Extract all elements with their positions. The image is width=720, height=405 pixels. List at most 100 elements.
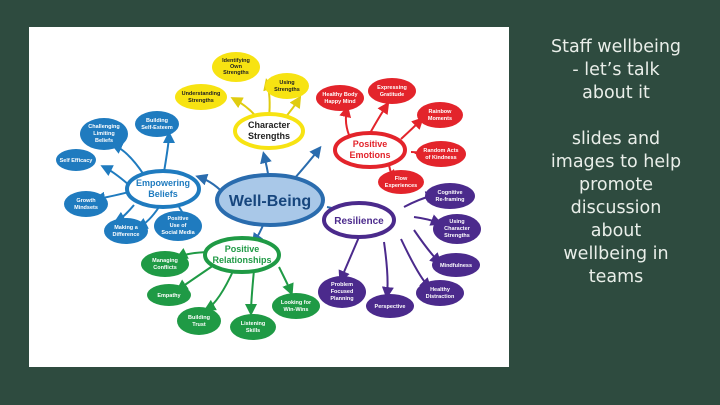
svg-text:Character: Character [444,226,471,232]
svg-text:Problem: Problem [331,282,353,288]
svg-text:Strengths: Strengths [444,233,470,239]
body-line-3: promote [578,175,653,195]
svg-text:Using: Using [449,219,464,225]
svg-text:Empathy: Empathy [157,293,181,299]
svg-text:of Kindness: of Kindness [425,155,456,161]
body-line-6: wellbeing in [563,244,669,264]
svg-text:Strengths: Strengths [274,87,300,93]
leaf-random-acts-of-kindness: Random Acts of Kindness [416,141,466,167]
svg-text:Identifying: Identifying [222,58,250,64]
svg-text:Challenging: Challenging [88,124,119,130]
svg-text:Trust: Trust [192,322,206,328]
title-line-2: - let’s talk [572,60,660,80]
leaf-healthy-body-happy-mind: Healthy Body Happy Mind [316,85,364,111]
leaf-expressing-gratitude: Expressing Gratitude [368,78,416,104]
leaf-challenging-limiting-beliefs: Challenging Limiting Beliefs [80,118,128,150]
leaf-rainbow-moments: Rainbow Moments [417,102,463,128]
svg-text:Making a: Making a [114,225,138,231]
svg-text:Cognitive: Cognitive [437,190,462,196]
svg-text:Gratitude: Gratitude [380,92,404,98]
leaf-problem-focused-planning: Problem Focused Planning [318,276,366,308]
svg-text:Listening: Listening [241,321,265,327]
leaf-perspective: Perspective [366,294,414,318]
svg-text:Understanding: Understanding [182,91,221,97]
svg-text:Using: Using [279,80,294,86]
leaf-using-character-strengths: Using Character Strengths [433,214,481,244]
leaf-mindfulness: Mindfulness [432,253,480,277]
hub-resilience-label: Resilience [334,216,384,227]
leaf-cognitive-reframing: Cognitive Re-framing [425,183,475,209]
title-line-1: Staff wellbeing [550,37,682,57]
hub-empowering-beliefs: Empowering Beliefs [125,169,201,209]
body-line-5: about [590,221,642,241]
center-label: Well-Being [229,193,311,210]
svg-text:Expressing: Expressing [377,85,407,91]
leaf-using-strengths: Using Strengths [265,73,309,99]
svg-text:Growth: Growth [76,198,96,204]
slide-text: Staff wellbeing - let’s talk about it sl… [530,36,702,289]
hub-character-line2: Strengths [248,131,290,141]
svg-text:Happy Mind: Happy Mind [324,99,355,105]
leaf-growth-mindsets: Growth Mindsets [64,191,108,217]
leaf-managing-conflicts: Managing Conflicts [141,251,189,277]
svg-text:Perspective: Perspective [375,304,406,310]
svg-text:Mindsets: Mindsets [74,205,98,211]
leaf-flow-experiences: Flow Experiences [378,170,424,194]
wellbeing-diagram-image: Well-Being Character Strengths Positive … [29,27,509,367]
hub-character-line1: Character [248,120,291,130]
center-node: Well-Being [215,173,325,227]
title-line-3: about it [582,83,650,103]
svg-text:Random Acts: Random Acts [423,148,458,154]
leaf-healthy-distraction: Healthy Distraction [416,280,464,306]
svg-text:Strengths: Strengths [188,98,214,104]
hub-emotions-line1: Positive [353,139,388,149]
hub-beliefs-line1: Empowering [136,178,190,188]
hub-emotions-line2: Emotions [349,150,390,160]
svg-text:Re-framing: Re-framing [435,197,464,203]
svg-text:Skills: Skills [246,328,260,334]
svg-text:Beliefs: Beliefs [95,138,113,144]
svg-text:Mindfulness: Mindfulness [440,263,472,269]
leaf-listening-skills: Listening Skills [230,314,276,340]
svg-text:Win-Wins: Win-Wins [284,307,309,313]
svg-text:Moments: Moments [428,116,452,122]
svg-text:Healthy Body: Healthy Body [322,92,358,98]
leaf-positive-use-of-social-media: Positive Use of Social Media [154,211,202,241]
svg-text:Looking for: Looking for [281,300,312,306]
hub-positive-emotions: Positive Emotions [333,131,407,169]
svg-text:Planning: Planning [330,296,353,302]
svg-text:Positive: Positive [167,216,188,222]
leaf-building-trust: Building Trust [177,307,221,335]
svg-text:Own: Own [230,64,243,70]
body-line-7: teams [588,267,644,287]
hub-beliefs-line2: Beliefs [148,189,178,199]
svg-text:Difference: Difference [113,232,140,238]
leaf-looking-for-win-wins: Looking for Win-Wins [272,293,320,319]
text-spacer [530,105,702,128]
svg-text:Managing: Managing [152,258,178,264]
svg-text:Social Media: Social Media [161,230,195,236]
leaf-identifying-own-strengths: Identifying Own Strengths [212,52,260,82]
svg-text:Experiences: Experiences [385,183,417,189]
leaf-building-self-esteem: Building Self-Esteem [135,111,179,137]
hub-character-strengths: Character Strengths [233,112,305,150]
svg-text:Building: Building [146,118,168,124]
svg-text:Distraction: Distraction [426,294,455,300]
wellbeing-mind-map: Well-Being Character Strengths Positive … [56,52,481,340]
leaf-empathy: Empathy [147,284,191,306]
svg-text:Healthy: Healthy [430,287,451,293]
leaf-understanding-strengths: Understanding Strengths [175,84,227,110]
hub-resilience: Resilience [322,201,396,239]
svg-text:Focused: Focused [331,289,354,295]
leaf-making-a-difference: Making a Difference [104,218,148,244]
svg-text:Flow: Flow [395,176,408,182]
hub-relationships-line1: Positive [225,244,260,254]
svg-text:Conflicts: Conflicts [153,265,177,271]
hub-relationships-line2: Relationships [212,255,271,265]
leaf-self-efficacy: Self Efficacy [56,149,96,171]
svg-text:Self Efficacy: Self Efficacy [60,158,94,164]
svg-text:Building: Building [188,315,210,321]
body-line-4: discussion [570,198,662,218]
svg-text:Strengths: Strengths [223,70,249,76]
